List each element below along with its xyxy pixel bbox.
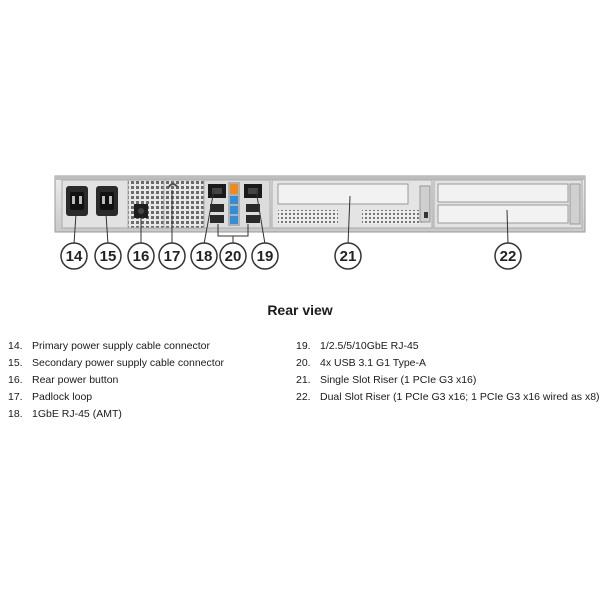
legend-label: 1/2.5/5/10GbE RJ-45: [320, 340, 419, 352]
primary-power-connector[interactable]: [66, 186, 88, 216]
callout-20: 20: [219, 242, 247, 270]
legend-number: 15.: [8, 357, 23, 369]
callout-label: 16: [133, 248, 150, 265]
diagram-title: Rear view: [267, 302, 333, 318]
callout-label: 15: [100, 248, 117, 265]
callout-22: 22: [494, 242, 522, 270]
legend-label: Primary power supply cable connector: [32, 340, 210, 352]
legend-label: Single Slot Riser (1 PCIe G3 x16): [320, 374, 477, 386]
callout-17: 17: [158, 242, 186, 270]
rear-power-button[interactable]: [134, 204, 148, 218]
legend-item: 22. Dual Slot Riser (1 PCIe G3 x16; 1 PCI…: [296, 389, 600, 406]
legend-label: Secondary power supply cable connector: [32, 357, 225, 369]
legend-label: Rear power button: [32, 374, 119, 386]
single-slot-riser[interactable]: [271, 179, 433, 229]
callout-label: 20: [225, 248, 242, 265]
callout-label: 22: [500, 248, 517, 265]
power-supply-bay: [61, 179, 165, 229]
callout-label: 21: [340, 248, 357, 265]
legend-item: 15. Secondary power supply cable connecto…: [8, 355, 224, 372]
legend-right-column: 19. 1/2.5/5/10GbE RJ-45 20. 4x USB 3.1 G1 T…: [296, 338, 600, 406]
callout-markers: 14 15 16 17 18 20 19 21 22: [60, 242, 522, 270]
padlock-loop[interactable]: [167, 183, 179, 189]
legend-number: 16.: [8, 374, 23, 386]
legend-number: 20.: [296, 357, 311, 369]
callout-label: 19: [257, 248, 274, 265]
legend-label: Dual Slot Riser (1 PCIe G3 x16; 1 PCIe G…: [320, 391, 600, 403]
legend-item: 19. 1/2.5/5/10GbE RJ-45: [296, 338, 600, 355]
vent-grille: [163, 179, 205, 229]
legend-number: 22.: [296, 391, 311, 403]
io-panel: [203, 179, 271, 229]
legend-item: 14. Primary power supply cable connector: [8, 338, 224, 355]
legend-number: 18.: [8, 408, 23, 420]
callout-label: 17: [164, 248, 181, 265]
legend-item: 16. Rear power button: [8, 372, 224, 389]
legend-label: 1GbE RJ-45 (AMT): [32, 408, 122, 420]
legend-item: 18. 1GbE RJ-45 (AMT): [8, 406, 224, 423]
legend-number: 17.: [8, 391, 23, 403]
callout-21: 21: [334, 242, 362, 270]
rear-view-diagram: 14 15 16 17 18 20 19 21 22: [54, 175, 586, 270]
secondary-power-connector[interactable]: [96, 186, 118, 216]
callout-14: 14: [60, 242, 88, 270]
dual-slot-riser[interactable]: [433, 179, 583, 229]
legend-item: 21. Single Slot Riser (1 PCIe G3 x16): [296, 372, 600, 389]
usb-port-right-lower[interactable]: [246, 215, 260, 223]
legend-label: Padlock loop: [32, 391, 93, 403]
legend-item: 17. Padlock loop: [8, 389, 224, 406]
callout-15: 15: [94, 242, 122, 270]
callout-label: 14: [66, 248, 83, 265]
rj45-10gbe-port[interactable]: [244, 184, 262, 198]
legend-number: 14.: [8, 340, 23, 352]
usb-port-left-upper[interactable]: [210, 204, 224, 212]
callout-16: 16: [127, 242, 155, 270]
legend-label: 4x USB 3.1 G1 Type-A: [320, 357, 427, 369]
usb-port-right-upper[interactable]: [246, 204, 260, 212]
callout-label: 18: [196, 248, 213, 265]
usb-port-left-lower[interactable]: [210, 215, 224, 223]
rj45-amt-port[interactable]: [208, 184, 226, 198]
legend-number: 21.: [296, 374, 311, 386]
legend-item: 20. 4x USB 3.1 G1 Type-A: [296, 355, 600, 372]
callout-18: 18: [190, 242, 218, 270]
leader-lines: [73, 189, 509, 245]
callout-19: 19: [251, 242, 279, 270]
usb-ports[interactable]: [228, 182, 240, 226]
legend-number: 19.: [296, 340, 311, 352]
